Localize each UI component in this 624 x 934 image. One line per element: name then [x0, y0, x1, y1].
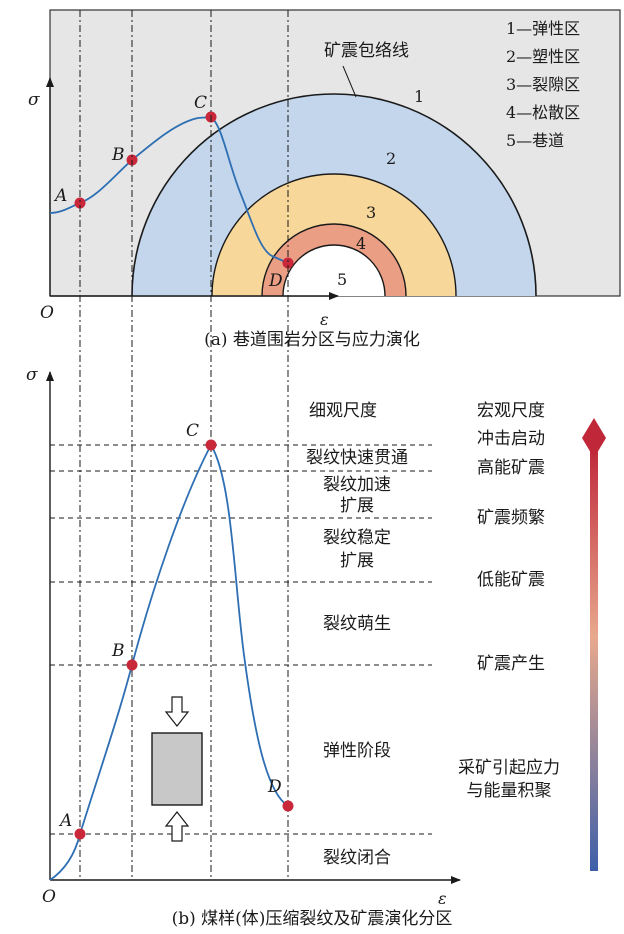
legend-item-fracture: 3—裂隙区	[506, 75, 580, 94]
envelope-label: 矿震包络线	[324, 41, 409, 61]
coal-sample-block	[151, 732, 203, 806]
load-arrow-down-icon	[164, 696, 190, 727]
part-a-label-C: C	[194, 93, 207, 113]
zone-number-4: 4	[356, 234, 366, 253]
legend-item-loose: 4—松散区	[506, 103, 580, 122]
meso-stage-initiation: 裂纹萌生	[323, 614, 391, 634]
meso-stage-rapid-coalescence: 裂纹快速贯通	[306, 448, 408, 468]
part-a-label-D: D	[268, 271, 283, 291]
part-a-origin-label: O	[40, 303, 54, 323]
zone-number-1: 1	[414, 87, 424, 106]
part-b-point-D	[282, 800, 294, 812]
header-meso-scale: 细观尺度	[309, 401, 377, 421]
zone-number-5: 5	[337, 270, 347, 289]
part-a-y-axis-label: σ	[28, 90, 40, 110]
part-b-label-D: D	[267, 777, 282, 797]
roadway	[282, 244, 386, 296]
part-b-stress-strain-curve	[49, 443, 289, 881]
macro-stage-burst-onset: 冲击启动	[477, 429, 545, 449]
part-a-point-D	[282, 257, 294, 269]
legend-item-roadway: 5—巷道	[506, 131, 564, 150]
part-b-evolution-diagram: σ ε O A B C D 细观尺度 宏观尺度 裂纹快速贯通 裂纹加速 扩展 裂…	[26, 365, 606, 908]
part-b-label-A: A	[58, 811, 72, 831]
energy-arrow-head-icon	[582, 418, 606, 458]
part-a-zoning-diagram: 1 2 3 4 5 矿震包络线 1—弹性区 2—塑性区 3—裂隙区 4—松散区 …	[28, 9, 621, 329]
part-b-point-A	[74, 828, 86, 840]
legend-item-elastic: 1—弹性区	[506, 19, 580, 38]
part-b-x-axis-label: ε	[438, 889, 447, 908]
stage-guides	[79, 10, 289, 878]
part-b-point-B	[126, 659, 138, 671]
header-macro-scale: 宏观尺度	[477, 401, 545, 421]
part-a-caption: (a) 巷道围岩分区与应力演化	[204, 330, 420, 350]
meso-stage-closure: 裂纹闭合	[323, 848, 391, 868]
part-b-label-B: B	[111, 641, 125, 661]
envelope-leader	[342, 65, 357, 98]
meso-stage-labels: 裂纹快速贯通 裂纹加速 扩展 裂纹稳定 扩展 裂纹萌生 弹性阶段 裂纹闭合	[306, 448, 408, 868]
part-a-point-A	[74, 197, 86, 209]
part-b-point-C	[205, 439, 217, 451]
part-a-label-A: A	[53, 186, 67, 206]
part-a-label-B: B	[111, 145, 125, 165]
zone-number-3: 3	[366, 203, 376, 222]
meso-stage-accelerated-line2: 扩展	[340, 496, 374, 516]
meso-stage-stable-line2: 扩展	[340, 551, 374, 571]
energy-arrow	[582, 418, 606, 871]
part-b-y-axis-label: σ	[26, 365, 38, 385]
part-b-origin-label: O	[42, 887, 56, 907]
macro-stage-low-energy: 低能矿震	[477, 570, 545, 590]
meso-stage-elastic: 弹性阶段	[323, 741, 391, 761]
zones	[131, 93, 537, 296]
meso-stage-accelerated-line1: 裂纹加速	[323, 475, 391, 495]
macro-stage-generation: 矿震产生	[477, 654, 545, 674]
zone-legend: 1—弹性区 2—塑性区 3—裂隙区 4—松散区 5—巷道	[506, 19, 580, 150]
macro-stage-accumulation-line2: 与能量积聚	[467, 781, 552, 801]
macro-stage-accumulation-line1: 采矿引起应力	[458, 758, 560, 778]
macro-stage-frequent: 矿震频繁	[477, 508, 545, 528]
load-arrow-up-icon	[164, 811, 190, 842]
zone-number-2: 2	[386, 149, 396, 168]
energy-arrow-shaft	[590, 446, 598, 871]
coal-sample	[151, 696, 203, 842]
macro-stage-high-energy: 高能矿震	[477, 458, 545, 478]
meso-stage-stable-line1: 裂纹稳定	[323, 528, 391, 548]
stage-boundaries	[50, 444, 432, 835]
part-b-caption: (b) 煤样(体)压缩裂纹及矿震演化分区	[172, 909, 453, 929]
part-b-label-C: C	[186, 421, 199, 441]
legend-item-plastic: 2—塑性区	[506, 47, 580, 66]
part-a-x-axis-label: ε	[320, 310, 329, 329]
macro-stage-labels: 冲击启动 高能矿震 矿震频繁 低能矿震 矿震产生 采矿引起应力 与能量积聚	[458, 429, 560, 801]
